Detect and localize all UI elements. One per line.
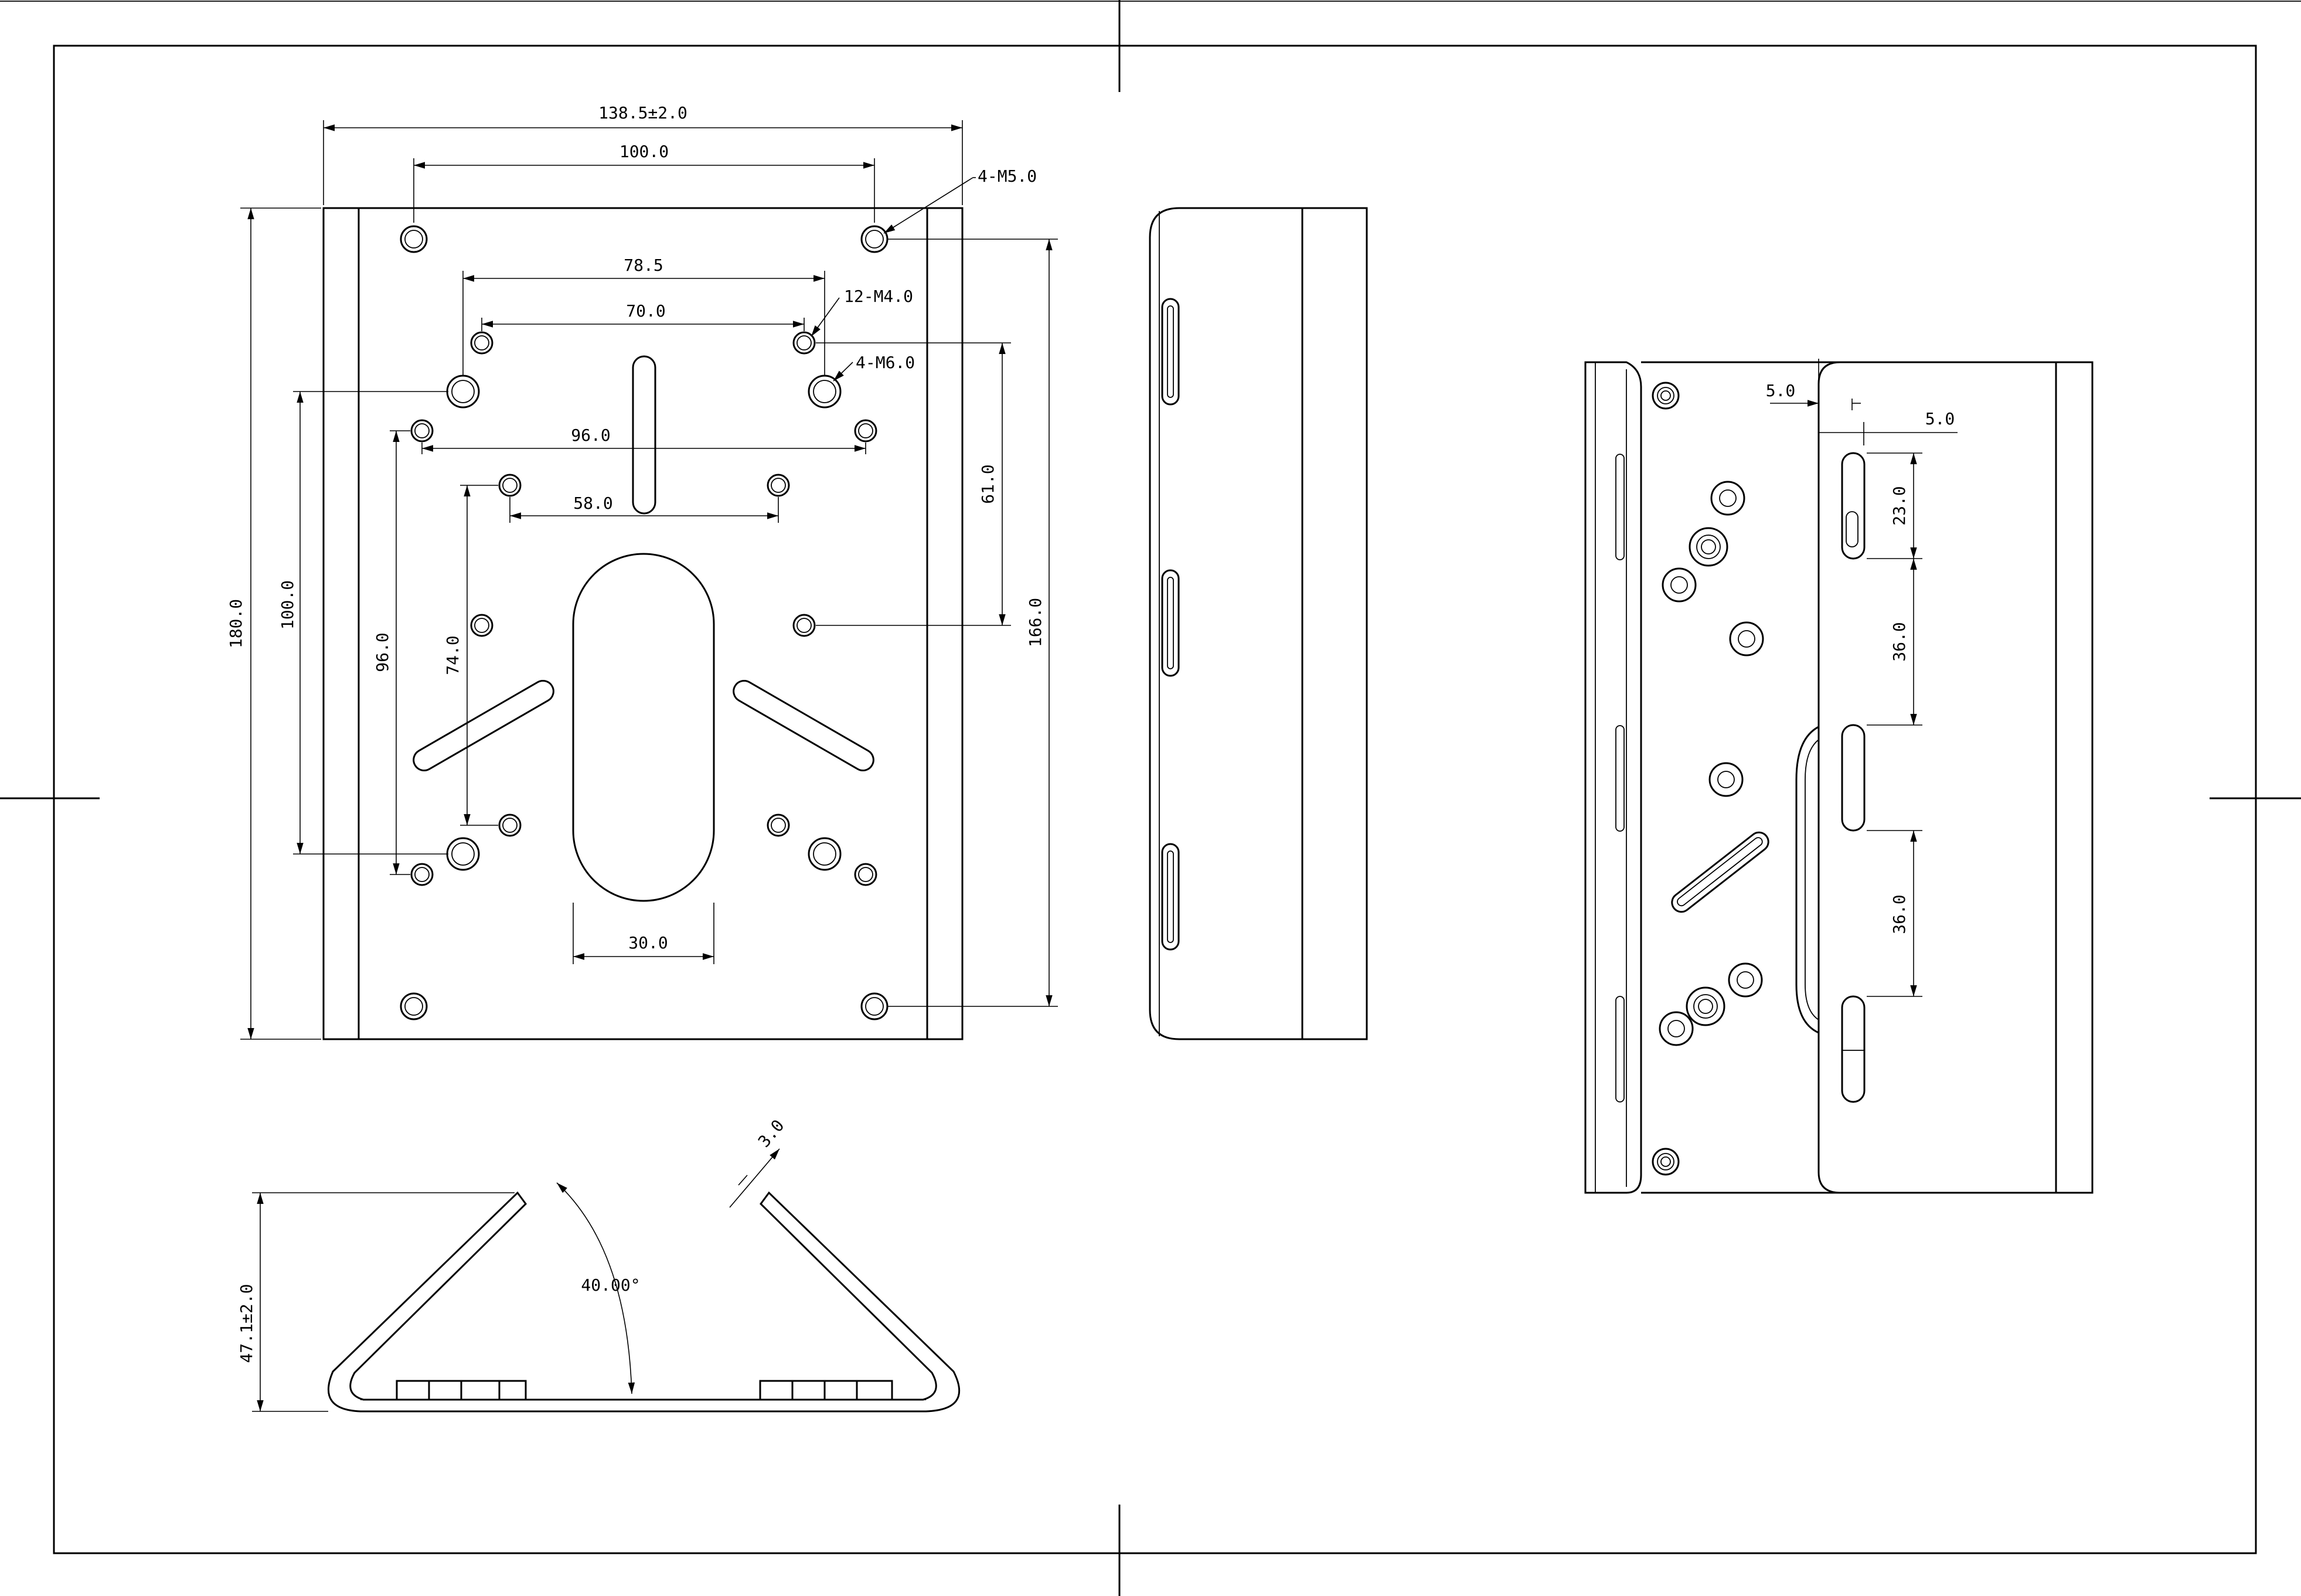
dim-angle: 40.00°: [581, 1275, 640, 1295]
dim-right-61: 61.0: [978, 464, 998, 503]
m5-holes: [400, 225, 889, 1020]
dim-slot-width-30: 30.0: [628, 933, 668, 952]
dim-offset-a: 5.0: [1766, 381, 1796, 400]
dim-pitch-78-5: 78.5: [624, 256, 663, 275]
right-view: 5.0 5.0 23.0 36.0 36.0: [1584, 359, 2094, 1194]
dim-left-74: 74.0: [443, 635, 462, 675]
dim-gap-36-b: 36.0: [1890, 894, 1909, 934]
callout-m6: 4-M6.0: [856, 353, 915, 372]
bottom-view: 47.1±2.0 40.00° 3.0: [237, 1116, 960, 1413]
dim-pitch-58: 58.0: [573, 494, 612, 513]
top-view-dimensions: 138.5±2.0 100.0 78.5 70.0 96.0 58.0 30.0: [226, 103, 1058, 1040]
iso-holes: [1659, 481, 1764, 1046]
dim-pitch-96: 96.0: [571, 426, 610, 445]
dim-thickness: 3.0: [754, 1116, 788, 1151]
dim-offset-b: 5.0: [1925, 409, 1955, 428]
dim-slot-23: 23.0: [1890, 486, 1909, 525]
dim-right-166: 166.0: [1026, 598, 1045, 647]
dim-pitch-70: 70.0: [626, 301, 665, 321]
dim-left-96: 96.0: [373, 632, 392, 672]
callout-m4: 12-M4.0: [844, 287, 913, 306]
m4-holes: [410, 331, 877, 886]
top-view-plate: [322, 207, 964, 1040]
dim-left-100: 100.0: [278, 580, 297, 629]
side-view: [1149, 207, 1368, 1040]
dim-overall-height: 180.0: [226, 599, 246, 648]
dim-gap-36-a: 36.0: [1890, 622, 1909, 661]
callout-m5: 4-M5.0: [978, 166, 1037, 186]
dim-bottom-height: 47.1±2.0: [237, 1284, 256, 1363]
dim-overall-width: 138.5±2.0: [598, 103, 687, 122]
dim-hole-pitch-100: 100.0: [620, 142, 669, 161]
slots: [413, 355, 874, 902]
m6-holes: [446, 375, 842, 871]
